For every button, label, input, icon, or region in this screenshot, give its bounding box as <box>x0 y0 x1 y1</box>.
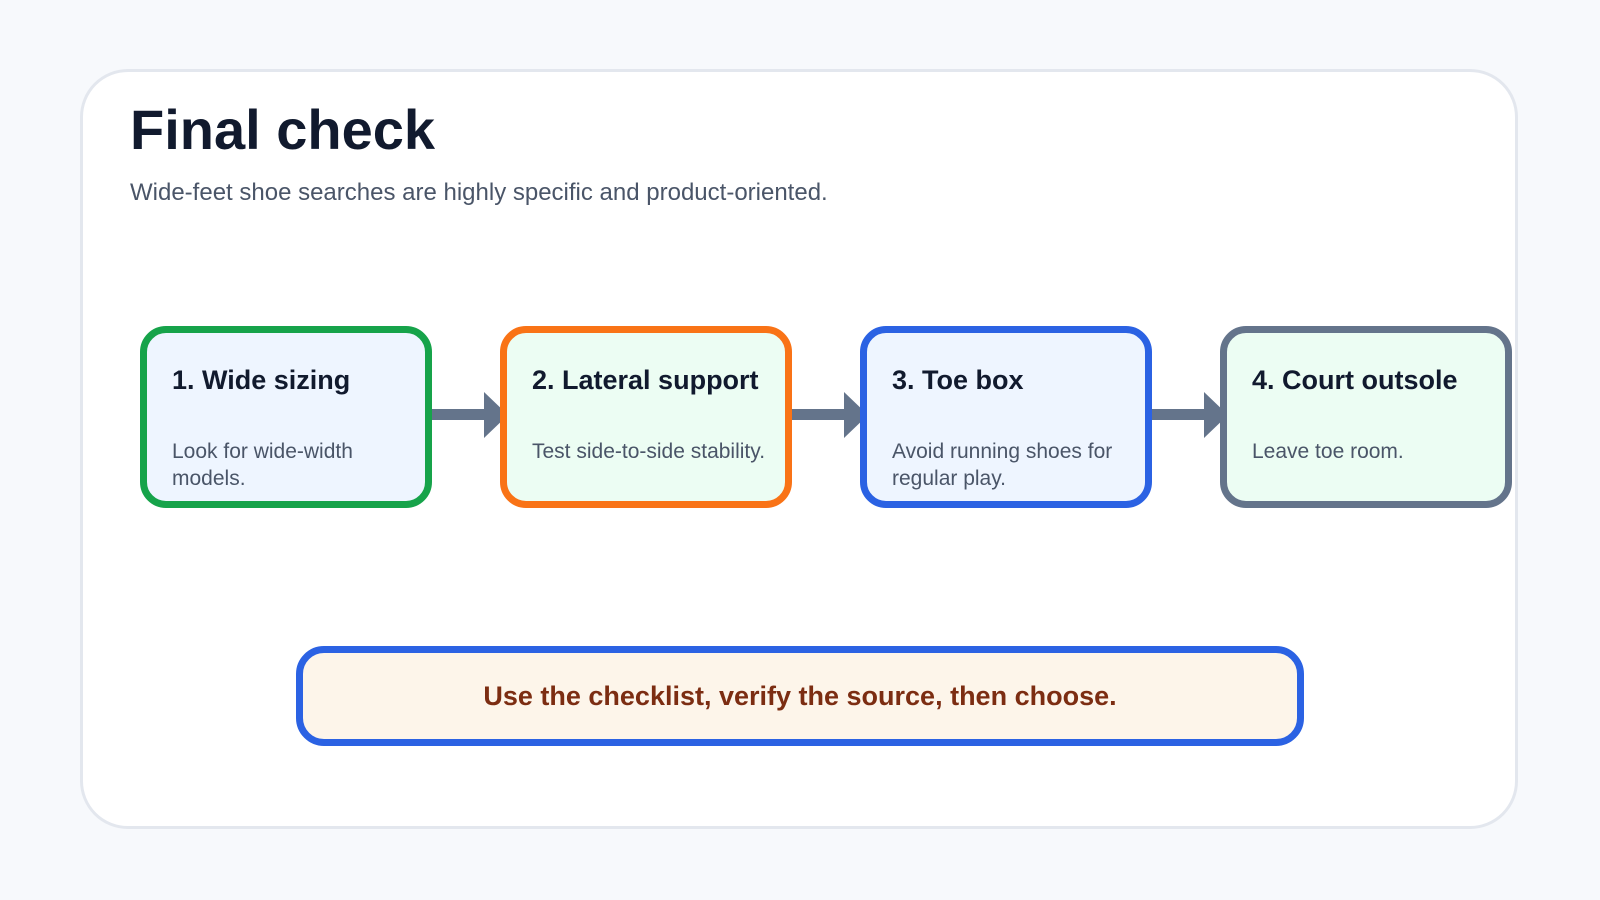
connector-line-2 <box>792 409 846 420</box>
connector-line-1 <box>432 409 486 420</box>
summary-callout: Use the checklist, verify the source, th… <box>296 646 1304 746</box>
page-subtitle: Wide-feet shoe searches are highly speci… <box>130 179 828 206</box>
step-title: 1. Wide sizing <box>172 365 351 395</box>
step-box-lateral-support: 2. Lateral support Test side-to-side sta… <box>500 326 792 508</box>
step-title: 2. Lateral support <box>532 365 759 395</box>
step-box-court-outsole: 4. Court outsole Leave toe room. <box>1220 326 1512 508</box>
connector-line-3 <box>1152 409 1206 420</box>
step-title: 4. Court outsole <box>1252 365 1458 395</box>
step-description: Look for wide-width models. <box>172 440 353 490</box>
step-description: Avoid running shoes for regular play. <box>892 440 1113 490</box>
step-box-toe-box: 3. Toe box Avoid running shoes for regul… <box>860 326 1152 508</box>
step-description: Leave toe room. <box>1252 440 1404 463</box>
callout-text: Use the checklist, verify the source, th… <box>483 680 1117 711</box>
step-description: Test side-to-side stability. <box>532 440 766 463</box>
step-box-wide-sizing: 1. Wide sizing Look for wide-width model… <box>140 326 432 508</box>
step-title: 3. Toe box <box>892 365 1024 395</box>
page-title: Final check <box>130 98 436 161</box>
